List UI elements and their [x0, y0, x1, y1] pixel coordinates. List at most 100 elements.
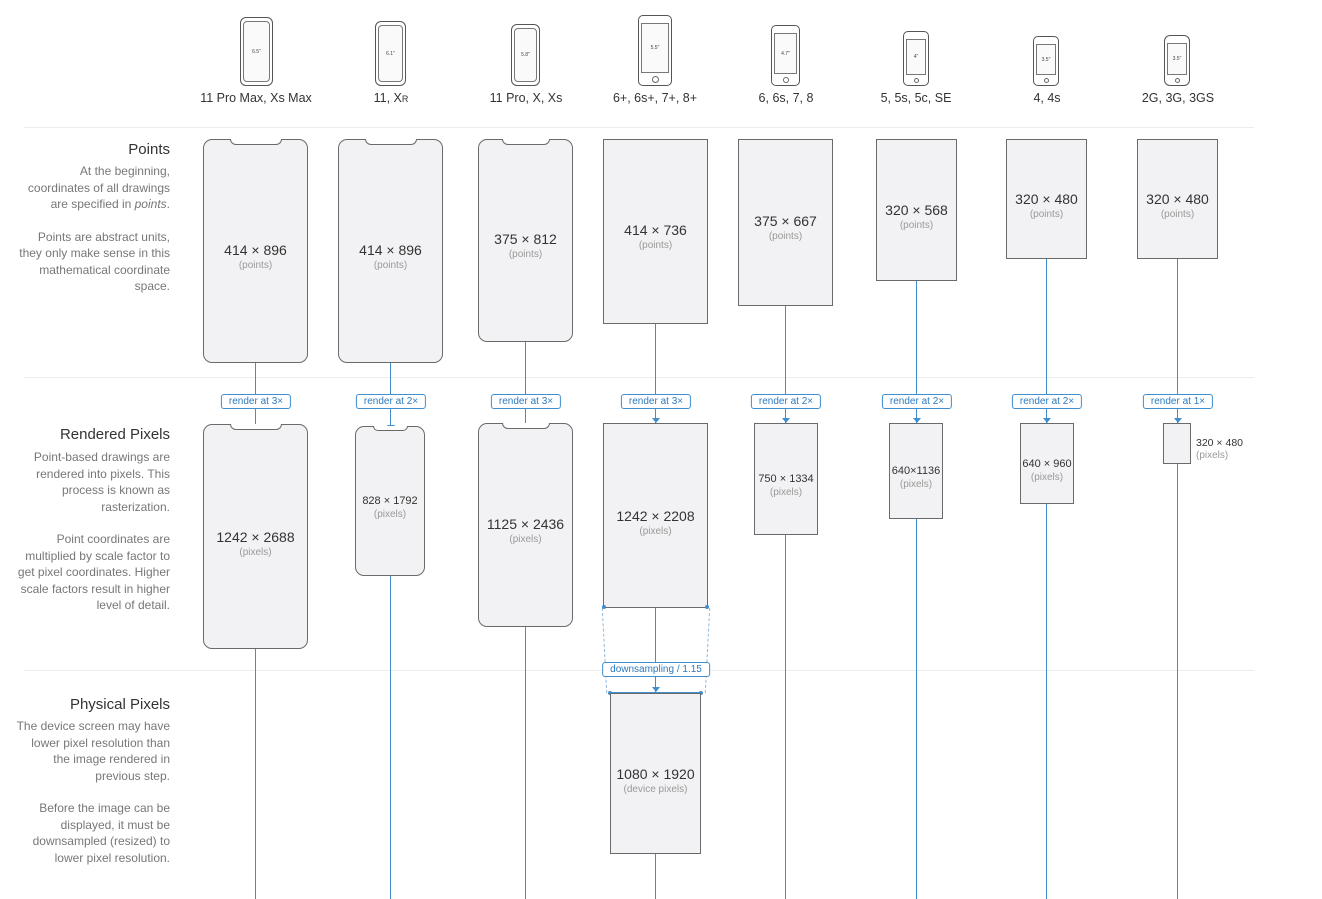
points-box-6: 320 × 568 (points): [876, 139, 957, 281]
phone-icon-6: 4": [903, 31, 929, 86]
points-box-8: 320 × 480 (points): [1137, 139, 1218, 259]
arrow-down-icon: [652, 687, 660, 692]
points-unit-5: (points): [768, 231, 803, 242]
points-label-3: 375 × 812 (points): [479, 231, 572, 260]
pixels-label-3: 1125 × 2436 (pixels): [479, 516, 572, 545]
points-box-4: 414 × 736 (points): [603, 139, 708, 324]
points-unit-7: (points): [1029, 209, 1064, 220]
pixels-value-7: 640 × 960: [1022, 458, 1072, 470]
device-name-6: 5, 5s, 5c, SE: [880, 91, 952, 105]
phone-icon-7: 3.5": [1033, 36, 1059, 86]
section-desc-rendered-p1: Point-based drawings are rendered into p…: [33, 450, 170, 514]
points-unit-1: (points): [238, 260, 273, 271]
pixels-box-4: 1242 × 2208 (pixels): [603, 423, 708, 608]
arrow-down-icon: [1043, 418, 1051, 423]
points-value-4: 414 × 736: [624, 222, 687, 238]
phone-icon-1: 6.5": [240, 17, 273, 86]
arrow-down-icon: [782, 418, 790, 423]
notch-icon: [230, 139, 282, 145]
pixels-value-3: 1125 × 2436: [486, 516, 565, 532]
phone-icon-2: 6.1": [375, 21, 406, 86]
section-desc-physical-p1: The device screen may have lower pixel r…: [16, 719, 170, 783]
downsample-width-bar: [610, 692, 702, 693]
section-title-rendered: Rendered Pixels: [59, 426, 170, 443]
points-value-1: 414 × 896: [224, 242, 287, 258]
pixels-label-1: 1242 × 2688 (pixels): [204, 529, 307, 558]
pixels-unit-3: (pixels): [509, 534, 542, 545]
section-desc-rendered: Point-based drawings are rendered into p…: [15, 449, 170, 630]
points-value-6: 320 × 568: [885, 202, 948, 218]
downsample-guide-right: [704, 608, 711, 693]
notch-icon: [230, 424, 282, 430]
pixels-value-5: 750 × 1334: [758, 473, 814, 485]
pixels-unit-2: (pixels): [373, 509, 407, 520]
pixels-label-4: 1242 × 2208 (pixels): [604, 508, 707, 537]
pixels-box-3: 1125 × 2436 (pixels): [478, 423, 573, 627]
connector-line-7: [1046, 258, 1047, 899]
section-title-points: Points: [128, 141, 170, 158]
points-label-6: 320 × 568 (points): [877, 202, 956, 231]
separator-top: [24, 127, 1254, 128]
pixels-label-8: 320 × 480 (pixels): [1196, 437, 1243, 461]
device-name-4: 6+, 6s+, 7+, 8+: [612, 91, 698, 105]
pixels-unit-4: (pixels): [639, 526, 672, 537]
points-label-5: 375 × 667 (points): [739, 213, 832, 242]
section-desc-rendered-p2: Point coordinates are multiplied by scal…: [17, 532, 170, 612]
phone-icon-8: 3.5": [1164, 35, 1190, 86]
phone-icon-3: 5.8": [511, 24, 540, 86]
notch-icon: [502, 423, 550, 429]
device-name-5: 6, 6s, 7, 8: [758, 91, 814, 105]
phone-screen-size-6: 4": [906, 39, 926, 75]
home-button-icon: [783, 77, 789, 83]
points-label-8: 320 × 480 (points): [1138, 191, 1217, 220]
device-name-1: 11 Pro Max, Xs Max: [200, 91, 312, 105]
pixels-box-6: 640×1136 (pixels): [889, 423, 943, 519]
pixels-unit-1: (pixels): [239, 547, 272, 558]
render-scale-4: render at 3×: [620, 394, 692, 409]
points-label-2: 414 × 896 (points): [339, 242, 442, 271]
render-scale-7: render at 2×: [1011, 394, 1083, 409]
section-desc-points-p2: Points are abstract units, they only mak…: [19, 229, 170, 294]
render-scale-2: render at 2×: [355, 394, 427, 409]
home-button-icon: [1175, 78, 1180, 83]
points-box-3: 375 × 812 (points): [478, 139, 573, 342]
pixels-unit-8: (pixels): [1196, 450, 1229, 461]
points-label-4: 414 × 736 (points): [604, 222, 707, 251]
section-desc-physical-p2: Before the image can be displayed, it mu…: [32, 801, 170, 865]
pixels-label-2: 828 × 1792 (pixels): [356, 495, 424, 520]
physical-pixels-value: 1080 × 1920: [616, 766, 695, 782]
corner-marker: [699, 691, 703, 695]
points-label-1: 414 × 896 (points): [204, 242, 307, 271]
pixels-box-5: 750 × 1334 (pixels): [754, 423, 818, 535]
section-title-physical: Physical Pixels: [69, 696, 170, 713]
phone-screen-size-3: 5.8": [514, 28, 537, 82]
points-box-7: 320 × 480 (points): [1006, 139, 1087, 259]
points-value-2: 414 × 896: [359, 242, 422, 258]
downsample-guide-left: [601, 608, 608, 693]
phone-screen-size-7: 3.5": [1036, 44, 1056, 75]
arrow-down-icon: [1174, 418, 1182, 423]
downsampling-label: downsampling / 1.15: [602, 662, 710, 677]
points-label-7: 320 × 480 (points): [1007, 191, 1086, 220]
pixels-unit-5: (pixels): [769, 487, 803, 498]
section-desc-points-p1: At the beginning, coordinates of all dra…: [27, 164, 170, 211]
home-button-icon: [1044, 78, 1049, 83]
pixels-value-6: 640×1136: [891, 465, 941, 477]
phone-screen-size-8: 3.5": [1167, 43, 1187, 75]
physical-pixels-unit: (device pixels): [623, 784, 688, 795]
section-desc-points: At the beginning, coordinates of all dra…: [15, 163, 170, 311]
arrow-down-icon: [652, 418, 660, 423]
points-unit-3: (points): [508, 249, 543, 260]
home-button-icon: [652, 76, 659, 83]
corner-marker: [705, 605, 709, 609]
render-scale-5: render at 2×: [750, 394, 822, 409]
render-scale-6: render at 2×: [881, 394, 953, 409]
phone-icon-4: 5.5": [638, 15, 672, 86]
points-box-2: 414 × 896 (points): [338, 139, 443, 363]
device-name-7: 4, 4s: [1033, 91, 1061, 105]
physical-pixels-label: 1080 × 1920 (device pixels): [611, 766, 700, 795]
points-value-5: 375 × 667: [754, 213, 817, 229]
connector-line-4: [655, 323, 656, 899]
device-name-2: 11, XR: [373, 91, 409, 105]
pixels-label-7: 640 × 960 (pixels): [1021, 458, 1073, 483]
